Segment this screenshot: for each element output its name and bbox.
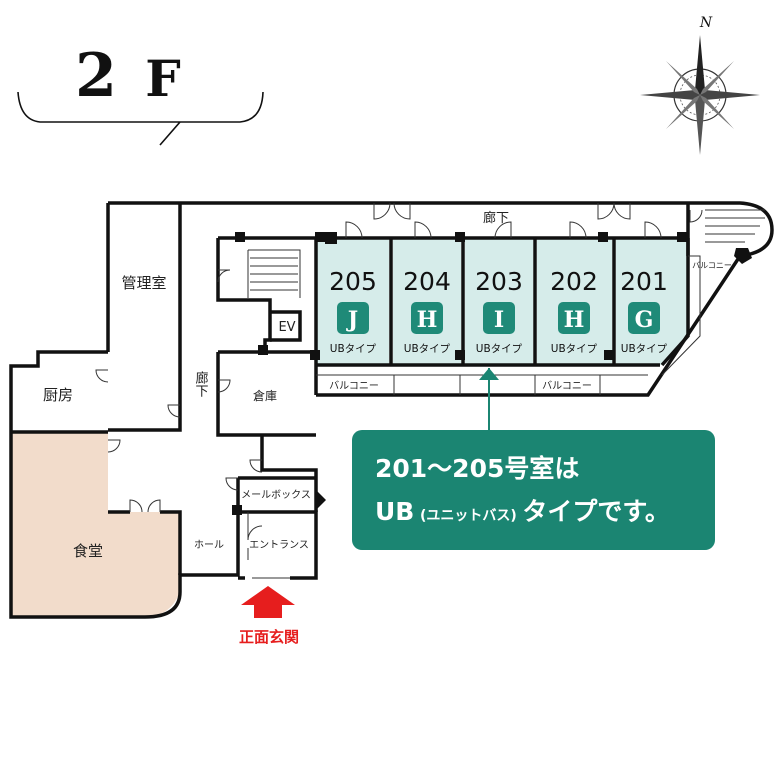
room-label-dining: 食堂 <box>73 542 103 560</box>
room-label-entrance: エントランス <box>249 539 309 551</box>
room-label-mailbox: メールボックス <box>241 489 311 501</box>
balcony-label-right: バルコニー <box>692 261 732 270</box>
unit-type-badge <box>337 302 369 334</box>
entrance-arrow-icon <box>241 586 295 618</box>
floor-suffix: F <box>145 49 181 108</box>
room-label-kanrishitsu: 管理室 <box>121 274 166 292</box>
unit-fills <box>316 238 688 365</box>
unit-type-letter: H <box>417 307 438 333</box>
compass-rose-icon: N <box>640 15 760 155</box>
unit-number: 202 <box>550 267 598 296</box>
corridor-label-top: 廊下 <box>483 210 509 226</box>
unit-number: 203 <box>475 267 523 296</box>
unit-type-label: UBタイプ <box>476 343 523 355</box>
unit-number: 205 <box>329 267 377 296</box>
balcony-label-left: バルコニー <box>329 380 379 392</box>
unit-type-label: UBタイプ <box>621 343 668 355</box>
callout-tail: タイプです。 <box>522 497 670 526</box>
unit-type-letter: G <box>635 307 654 333</box>
floor-number: 2 <box>75 41 117 111</box>
unit-type-label: UBタイプ <box>404 343 451 355</box>
callout-paren: (ユニットバス) <box>420 508 517 524</box>
unit-type-letter: I <box>494 307 504 333</box>
units: 205JUBタイプ204HUBタイプ203IUBタイプ202HUBタイプ201G… <box>329 267 668 355</box>
callout: 201〜205号室は UB (ユニットバス) タイプです。 <box>352 368 715 550</box>
main-entrance-label: 正面玄関 <box>239 628 299 646</box>
room-label-kitchen: 厨房 <box>43 386 73 404</box>
room-label-elevator: EV <box>278 320 295 335</box>
unit-type-badge <box>628 302 660 334</box>
room-labels: 管理室 厨房 食堂 倉庫 EV メールボックス ホール エントランス 廊下 廊下… <box>43 210 732 560</box>
unit-number: 204 <box>403 267 451 296</box>
compass-north-label: N <box>699 15 713 31</box>
corridor-label-side: 廊下 <box>193 370 209 397</box>
unit-type-letter: H <box>564 307 585 333</box>
unit-type-label: UBタイプ <box>551 343 598 355</box>
callout-ub: UB <box>375 497 414 526</box>
unit-type-label: UBタイプ <box>330 343 377 355</box>
main-entrance: 正面玄関 <box>239 586 299 646</box>
unit-number: 201 <box>620 267 668 296</box>
pillars <box>232 232 752 515</box>
callout-line2: UB (ユニットバス) タイプです。 <box>375 497 670 526</box>
unit-type-badge <box>411 302 443 334</box>
room-label-hall: ホール <box>194 539 224 551</box>
unit-type-letter: J <box>346 307 358 333</box>
callout-line1: 201〜205号室は <box>375 454 579 483</box>
floor-heading: 2 F <box>17 41 264 146</box>
room-label-storage: 倉庫 <box>253 388 277 403</box>
thin-lines <box>247 209 765 395</box>
balcony-label-mid: バルコニー <box>542 380 592 392</box>
door-swings <box>95 202 703 579</box>
unit-type-badge <box>558 302 590 334</box>
dining-room-area <box>11 432 180 617</box>
unit-type-badge <box>483 302 515 334</box>
